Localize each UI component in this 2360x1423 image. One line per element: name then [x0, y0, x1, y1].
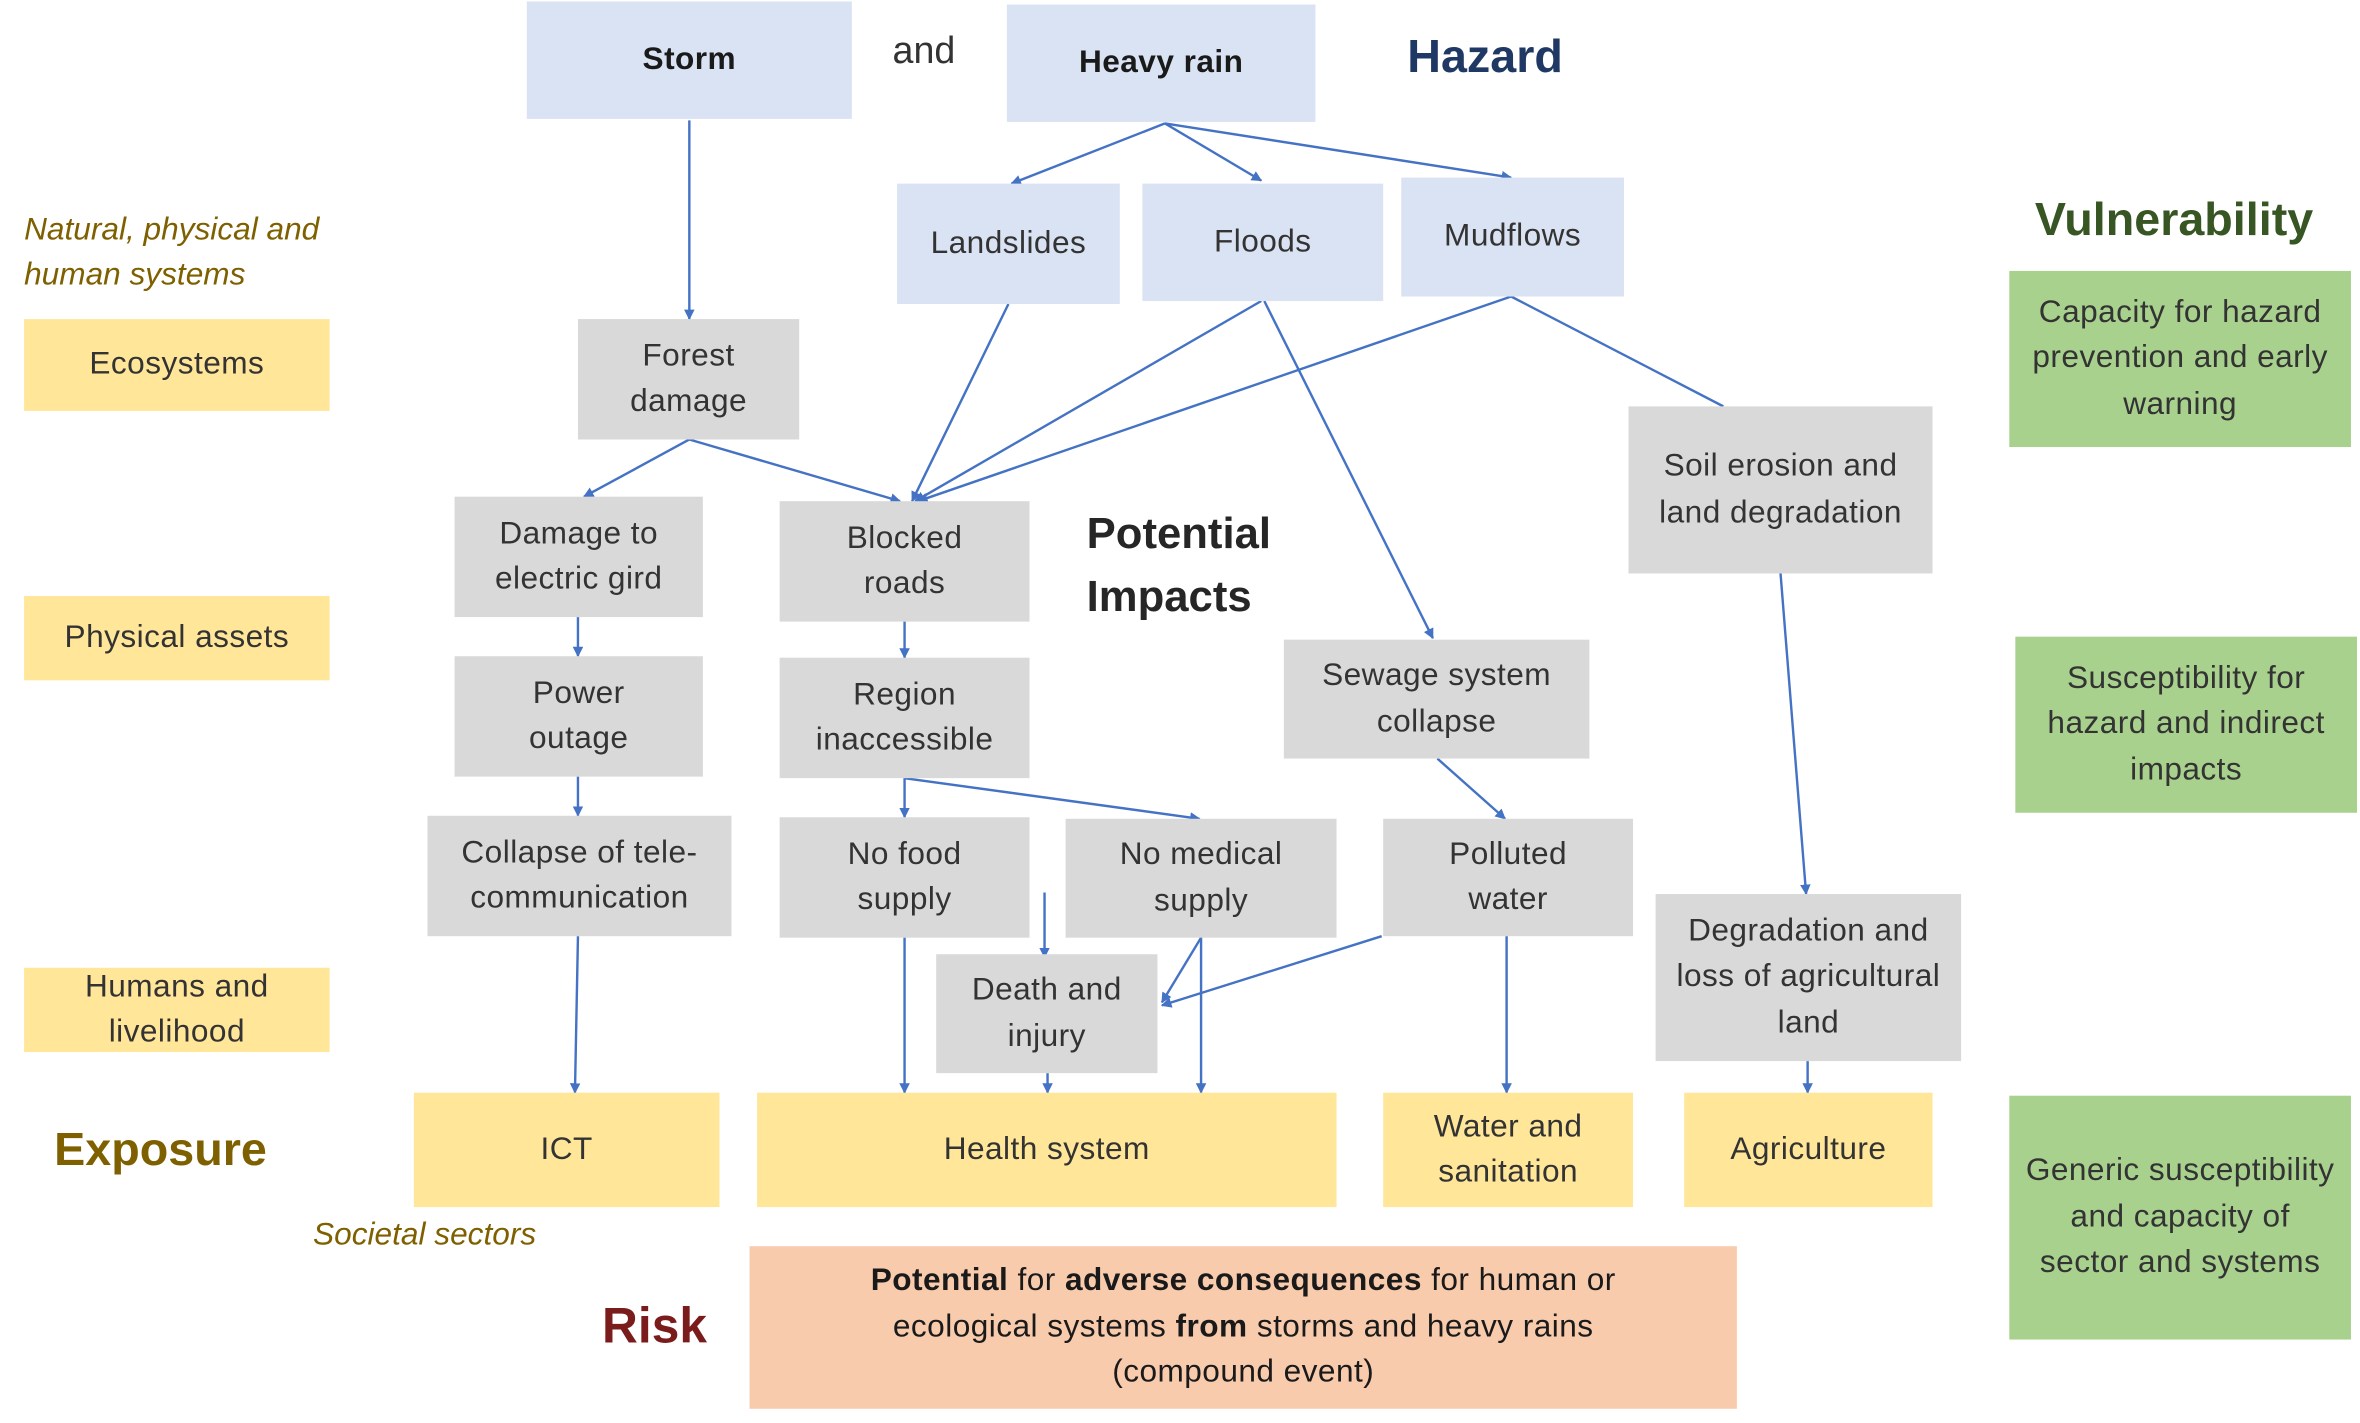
no-food-label: No food supply [847, 836, 962, 917]
risk-word-from: from [1175, 1309, 1248, 1344]
arrow-forest-roads [688, 438, 902, 504]
system-humans-livelihood: Humans and livelihood [24, 967, 330, 1053]
arrow-water-death [1160, 935, 1383, 1008]
arrow-mudflows-roads [917, 295, 1512, 504]
vulnerability-generic-text: Generic susceptibility and capacity of s… [2025, 1153, 2335, 1280]
impact-sewage-collapse: Sewage system collapse [1283, 639, 1590, 759]
agricultural-land-loss-label: Degradation and loss of agricultural lan… [1676, 913, 1941, 1040]
power-outage-label: Power outage [529, 675, 629, 756]
damage-electric-grid-label: Damage to electric gird [494, 515, 663, 597]
landslides-label: Landslides [930, 225, 1087, 261]
risk-heading: Risk [602, 1297, 707, 1354]
hazard-heavy-rain: Heavy rain [1006, 4, 1316, 122]
impact-forest-damage: Forest damage [577, 319, 800, 440]
mudflows-label: Mudflows [1444, 218, 1582, 254]
arrow-forest-grid [583, 438, 690, 498]
arrow-landslides-roads [911, 303, 1010, 503]
risk-word-event: storms and heavy rains (compound event) [1112, 1309, 1594, 1390]
sector-water-sanitation: Water and sanitation [1383, 1092, 1634, 1208]
polluted-water-label: Polluted water [1449, 836, 1568, 917]
sectors-note: Societal sectors [313, 1217, 537, 1253]
arrow-rain-mudflows [1164, 122, 1513, 182]
risk-statement-text: Potential for adverse consequences for h… [810, 1259, 1677, 1396]
arrow-telecom-ict [569, 936, 581, 1094]
impact-power-outage: Power outage [454, 656, 703, 777]
impact-no-medical: No medical supply [1065, 818, 1337, 938]
health-label: Health system [943, 1131, 1150, 1167]
arrow-rain-floods [1164, 122, 1263, 182]
impact-soil-erosion: Soil erosion and land degradation [1628, 406, 1933, 574]
sector-ict: ICT [413, 1092, 720, 1208]
vulnerability-generic: Generic susceptibility and capacity of s… [2009, 1095, 2351, 1340]
exposure-heading: Exposure [54, 1122, 267, 1176]
soil-erosion-label: Soil erosion and land degradation [1659, 448, 1902, 530]
potential-impacts-heading-text: Potential Impacts [1086, 510, 1272, 622]
impact-blocked-roads: Blocked roads [779, 501, 1030, 622]
water-sanitation-label: Water and sanitation [1433, 1108, 1583, 1190]
systems-note-text: Natural, physical and human systems [24, 212, 320, 293]
impact-no-food: No food supply [779, 817, 1030, 938]
physical-assets-label: Physical assets [64, 619, 290, 655]
hazard-heading: Hazard [1407, 30, 1563, 83]
floods-label: Floods [1213, 223, 1312, 259]
risk-word-systems: for human or ecological systems [892, 1263, 1616, 1344]
arrow-medical-death [1160, 937, 1203, 1004]
system-physical-assets: Physical assets [24, 596, 330, 681]
no-medical-label: No medical supply [1119, 836, 1283, 918]
impact-polluted-water: Polluted water [1383, 818, 1634, 937]
line-mudflows-soil [1510, 295, 1724, 408]
agriculture-label: Agriculture [1730, 1131, 1887, 1167]
potential-impacts-heading: Potential Impacts [1087, 503, 1313, 630]
hazard-connector-word: and [892, 30, 956, 73]
humans-livelihood-label: Humans and livelihood [84, 968, 269, 1050]
arrow-sewage-water [1436, 757, 1506, 820]
vulnerability-heading: Vulnerability [2034, 192, 2314, 246]
sector-agriculture: Agriculture [1684, 1092, 1933, 1208]
vulnerability-susceptibility-text: Susceptibility for hazard and indirect i… [2047, 660, 2325, 787]
arrow-floods-roads [914, 299, 1262, 503]
risk-word-potential: Potential [870, 1263, 1009, 1298]
risk-word-for: for [1008, 1263, 1065, 1298]
ecosystems-label: Ecosystems [89, 346, 265, 382]
system-ecosystems: Ecosystems [24, 319, 330, 411]
vulnerability-capacity-text: Capacity for hazard prevention and early… [2032, 294, 2328, 422]
forest-damage-label: Forest damage [630, 337, 748, 419]
hazard-storm-label: Storm [642, 41, 737, 77]
impact-damage-electric-grid: Damage to electric gird [454, 496, 703, 618]
arrow-rain-landslides [1010, 122, 1166, 186]
secondary-hazard-landslides: Landslides [897, 183, 1120, 305]
hazard-heavy-rain-label: Heavy rain [1078, 44, 1244, 80]
impact-agricultural-land-loss: Degradation and loss of agricultural lan… [1655, 894, 1962, 1062]
telecom-collapse-label: Collapse of tele-communication [461, 834, 698, 916]
region-inaccessible-label: Region inaccessible [815, 676, 994, 758]
ict-label: ICT [540, 1131, 593, 1167]
arrow-region-medical [904, 776, 1201, 823]
vulnerability-susceptibility: Susceptibility for hazard and indirect i… [2015, 636, 2357, 813]
systems-note: Natural, physical and human systems [24, 208, 370, 300]
sewage-collapse-label: Sewage system collapse [1322, 657, 1552, 739]
sector-health: Health system [757, 1092, 1337, 1208]
risk-statement: Potential for adverse consequences for h… [749, 1246, 1737, 1409]
hazard-storm: Storm [526, 1, 852, 119]
impact-death-injury: Death and injury [936, 954, 1158, 1074]
death-injury-label: Death and injury [971, 972, 1122, 1053]
secondary-hazard-floods: Floods [1142, 183, 1384, 302]
impact-telecom-collapse: Collapse of tele-communication [427, 815, 732, 937]
risk-word-adverse: adverse consequences [1064, 1263, 1422, 1298]
impact-region-inaccessible: Region inaccessible [779, 657, 1030, 779]
blocked-roads-label: Blocked roads [846, 520, 963, 601]
vulnerability-capacity: Capacity for hazard prevention and early… [2009, 270, 2351, 448]
secondary-hazard-mudflows: Mudflows [1401, 177, 1625, 297]
arrow-soil-agriland [1779, 573, 1811, 896]
